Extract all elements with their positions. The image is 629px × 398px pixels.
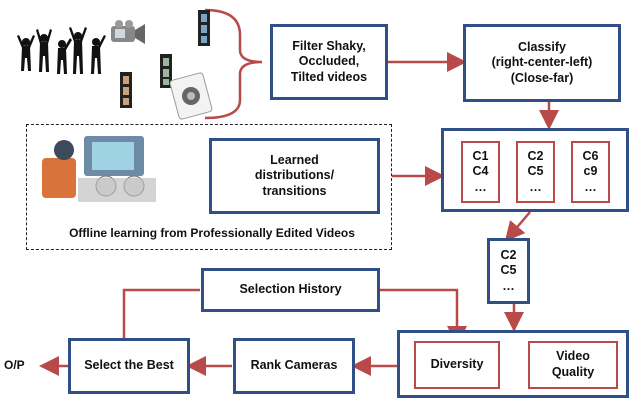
selection-history-label: Selection History: [239, 282, 342, 297]
cluster-1-a: C1: [472, 148, 489, 163]
selected-c: …: [502, 278, 515, 293]
arrow-history-to-diversity: [380, 288, 467, 346]
offline-caption: Offline learning from Professionally Edi…: [69, 226, 355, 240]
cluster-1-b: C4: [472, 164, 489, 179]
rank-cameras-label: Rank Cameras: [250, 358, 338, 373]
learned-box: Learned distributions/ transitions: [209, 138, 380, 214]
crowd-silhouette-icon: [17, 27, 106, 74]
filter-label: Filter Shaky, Occluded, Tilted videos: [290, 38, 368, 84]
selected-cluster-box: C2 C5 …: [487, 238, 530, 304]
film-camera-icon: [169, 72, 213, 120]
film-strip-icon-1: [198, 10, 210, 46]
selected-b: C5: [500, 263, 517, 278]
selection-history-box: Selection History: [201, 268, 380, 312]
film-strip-icon-2: [160, 54, 172, 88]
cluster-box-3: C6 c9 …: [571, 141, 610, 203]
video-quality-box: Video Quality: [528, 341, 618, 389]
film-editor-clipart: [42, 136, 156, 202]
line-select-to-history: [122, 288, 200, 338]
diversity-label: Diversity: [430, 357, 484, 372]
cluster-box-2: C2 C5 …: [516, 141, 555, 203]
classify-label: Classify (right-center-left) (Close-far): [491, 39, 593, 85]
cluster-box-1: C1 C4 …: [461, 141, 500, 203]
learned-label: Learned distributions/ transitions: [254, 152, 335, 198]
film-strip-icon-3: [120, 72, 132, 108]
film-editing-person-icon: [42, 136, 156, 202]
video-camera-icon: [111, 20, 145, 44]
selected-a: C2: [500, 247, 517, 262]
cluster-1-c: …: [474, 179, 487, 194]
cluster-2-b: C5: [527, 164, 544, 179]
input-brace: [204, 8, 263, 120]
diversity-box: Diversity: [414, 341, 500, 389]
cluster-3-c: …: [584, 179, 597, 194]
output-label: O/P: [4, 358, 25, 372]
input-clipart: [17, 10, 213, 120]
arrow-clusters-to-selected: [504, 211, 531, 242]
cluster-3-b: c9: [583, 164, 598, 179]
video-quality-label: Video Quality: [551, 349, 595, 379]
cluster-3-a: C6: [582, 148, 599, 163]
cluster-2-a: C2: [527, 148, 544, 163]
filter-box: Filter Shaky, Occluded, Tilted videos: [270, 24, 388, 100]
select-best-label: Select the Best: [84, 358, 174, 373]
select-best-box: Select the Best: [68, 338, 190, 394]
rank-cameras-box: Rank Cameras: [233, 338, 355, 394]
classify-box: Classify (right-center-left) (Close-far): [463, 24, 621, 102]
cluster-2-c: …: [529, 179, 542, 194]
